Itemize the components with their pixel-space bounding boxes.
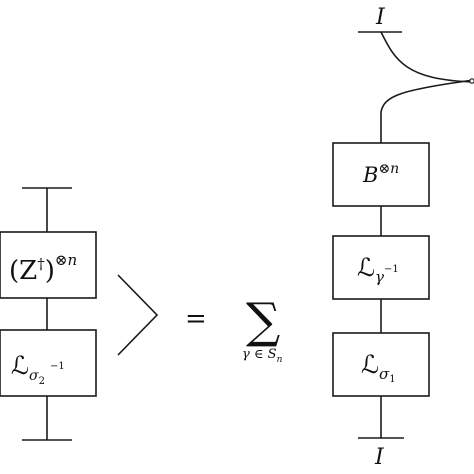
svg-text:ℒσ1: ℒσ1 — [361, 350, 396, 385]
left-z-dagger-box — [0, 231, 97, 299]
ket-bracket-shape — [117, 274, 159, 356]
l-gamma-box — [332, 235, 430, 300]
z-close-paren-text: ) — [45, 256, 55, 286]
gamma-sub-text: γ — [375, 268, 384, 286]
sum-index-sub-text: n — [277, 355, 283, 365]
sigma1-l-symbol-text: ℒ — [361, 350, 379, 379]
svg-text:γ ∈ Sn: γ ∈ Sn — [242, 347, 283, 365]
equals-sign: = — [185, 304, 207, 334]
gamma-l-symbol-text: ℒ — [357, 253, 375, 282]
svg-text:ℒσ2−1: ℒσ2 −1 — [11, 351, 65, 387]
left-column: (Z†)⊗n ℒσ2 −1 — [0, 187, 97, 441]
dagger-text: † — [37, 255, 45, 273]
left-sigma-sub-text: σ — [29, 368, 39, 384]
svg-text:ℒγ−1: ℒγ−1 — [357, 253, 399, 286]
l-sigma1-box — [332, 332, 430, 397]
left-l-sigma2-box — [0, 329, 97, 397]
crossing-wire-upper — [380, 31, 474, 83]
right-column: I B⊗n ℒγ−1 ℒσ1 I — [332, 5, 474, 470]
gamma-sup-text: −1 — [384, 264, 399, 275]
wire-endpoint-dot — [469, 78, 474, 84]
left-sigma-index-text: 2 — [39, 376, 45, 387]
b-power-text: ⊗n — [378, 161, 399, 177]
svg-text:B⊗n: B⊗n — [362, 161, 399, 187]
svg-text:(Z†)⊗n: (Z†)⊗n — [9, 251, 77, 286]
sigma-sum-symbol: ∑ — [246, 293, 280, 349]
sigma1-sub-text: σ — [379, 365, 390, 383]
top-identity-label: I — [375, 5, 386, 30]
crossing-wire-lower — [380, 79, 474, 143]
left-sigma-sup-text: −1 — [50, 361, 65, 372]
left-l-symbol-text: ℒ — [11, 351, 29, 380]
sigma1-index-text: 1 — [389, 374, 395, 385]
z-base-text: (Z — [9, 256, 37, 286]
bottom-identity-label: I — [374, 445, 385, 470]
z-power-text: ⊗n — [55, 251, 77, 269]
summation: ∑ γ ∈ Sn — [242, 293, 283, 365]
b-base-text: B — [362, 163, 378, 187]
sum-index-text: γ ∈ S — [242, 347, 277, 362]
